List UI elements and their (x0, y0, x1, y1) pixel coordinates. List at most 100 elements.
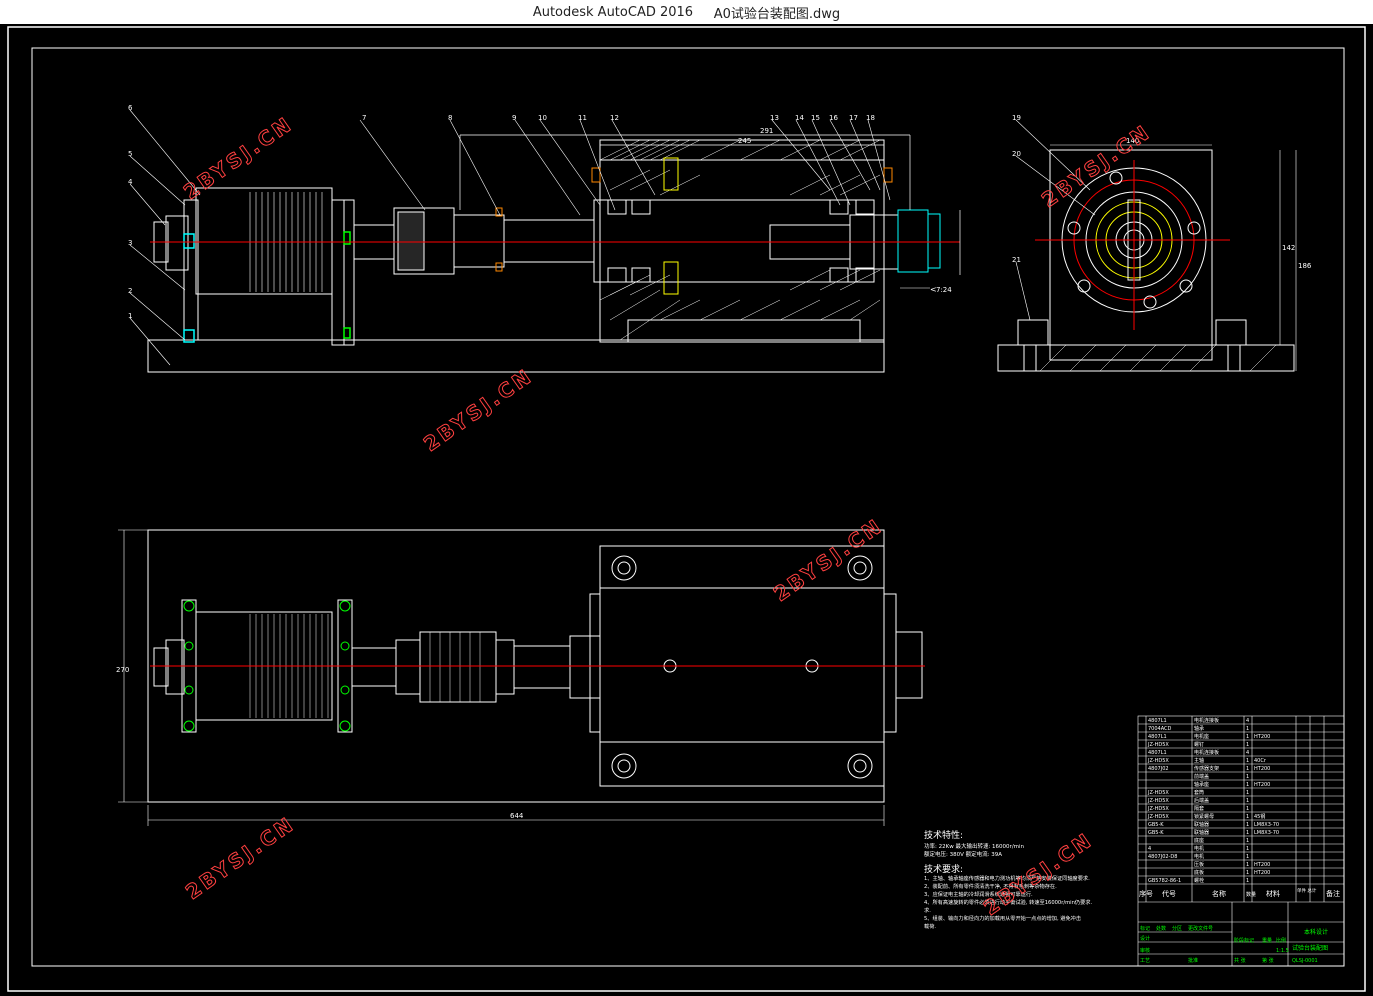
dim-side-h1: 142 (1282, 244, 1295, 252)
svg-text:压板: 压板 (1194, 861, 1204, 868)
svg-text:JZ-HD5X: JZ-HD5X (1147, 758, 1169, 764)
svg-text:20: 20 (1012, 150, 1021, 158)
svg-text:1: 1 (1246, 878, 1249, 884)
svg-text:11: 11 (578, 114, 587, 122)
svg-text:19: 19 (1012, 114, 1021, 122)
svg-text:隔套: 隔套 (1194, 805, 1204, 812)
svg-text:1:1.5: 1:1.5 (1276, 948, 1289, 954)
dim-plan-h: 270 (116, 666, 129, 674)
motor-cyan-parts (183, 231, 351, 343)
svg-text:1: 1 (1246, 854, 1249, 860)
svg-text:4: 4 (1246, 750, 1249, 756)
svg-text:分区: 分区 (1172, 925, 1182, 932)
drawing-title: 试验台装配图 (1292, 944, 1328, 952)
part-number-labels: 6 5 4 3 2 1 7 8 9 10 11 12 13 14 15 16 1… (128, 104, 875, 320)
dim-side-width: 140 (1126, 137, 1139, 145)
svg-text:2BYSJ.CN: 2BYSJ.CN (179, 111, 297, 204)
svg-text:序号: 序号 (1139, 889, 1153, 898)
svg-text:JZ-HD5X: JZ-HD5X (1147, 806, 1169, 812)
svg-text:LM8X3-70: LM8X3-70 (1254, 830, 1279, 836)
svg-text:6: 6 (128, 104, 133, 112)
svg-text:JZ-HD5X: JZ-HD5X (1147, 790, 1169, 796)
drawing-canvas[interactable]: 291 245 < 7:24 6 5 4 3 2 1 7 8 9 10 11 1 (0, 24, 1373, 996)
req-line-5: 求. (924, 906, 931, 914)
svg-text:17: 17 (849, 114, 858, 122)
svg-text:审核: 审核 (1140, 947, 1150, 954)
req-line-6: 5、组装、输向力和径向力的加载用从零开始一点点的增加, 避免冲击 (924, 914, 1081, 922)
svg-text:1: 1 (1246, 830, 1249, 836)
svg-text:单件 总计: 单件 总计 (1297, 887, 1317, 894)
svg-text:1: 1 (1246, 846, 1249, 852)
svg-text:LM8X3-70: LM8X3-70 (1254, 822, 1279, 828)
svg-text:1: 1 (1246, 742, 1249, 748)
svg-text:4807L1: 4807L1 (1148, 750, 1167, 756)
svg-text:设计: 设计 (1140, 935, 1150, 942)
svg-text:18: 18 (866, 114, 875, 122)
svg-text:代号: 代号 (1162, 889, 1176, 898)
svg-text:电机连接板: 电机连接板 (1194, 717, 1219, 724)
svg-text:更改文件号: 更改文件号 (1188, 925, 1213, 932)
svg-text:12: 12 (610, 114, 619, 122)
svg-text:5: 5 (128, 150, 132, 158)
svg-text:联轴器: 联轴器 (1194, 829, 1209, 836)
cad-drawing[interactable]: 291 245 < 7:24 6 5 4 3 2 1 7 8 9 10 11 1 (0, 24, 1373, 996)
svg-text:1: 1 (1246, 798, 1249, 804)
file-name: A0试验台装配图.dwg (713, 6, 841, 22)
svg-text:处数: 处数 (1156, 925, 1166, 932)
svg-text:HT200: HT200 (1254, 766, 1270, 772)
top-dimension-lines (459, 134, 961, 275)
side-view (997, 119, 1297, 372)
svg-text:重量: 重量 (1262, 937, 1272, 944)
svg-text:电机座: 电机座 (1194, 733, 1209, 740)
svg-text:13: 13 (770, 114, 779, 122)
plan-dimension-lines (118, 529, 885, 826)
svg-text:电机: 电机 (1194, 853, 1204, 860)
front-section-view (147, 139, 941, 373)
svg-text:锁紧螺母: 锁紧螺母 (1194, 813, 1214, 820)
svg-text:16: 16 (829, 114, 838, 122)
technical-notes: 技术特性: 功率: 22Kw 最大输出转速: 16000r/min 额定电压: … (924, 829, 1092, 930)
parts-list-header: 序号 代号 名称 数量 材料 单件 总计 备注 (1139, 887, 1340, 898)
svg-text:2BYSJ.CN: 2BYSJ.CN (419, 363, 537, 456)
svg-text:1: 1 (1246, 806, 1249, 812)
svg-text:套筒: 套筒 (1194, 789, 1204, 796)
window-title-bar: Autodesk AutoCAD 2016 A0试验台装配图.dwg (0, 0, 1373, 24)
svg-text:备注: 备注 (1326, 889, 1340, 898)
svg-text:1: 1 (1246, 814, 1249, 820)
svg-text:材料: 材料 (1266, 889, 1280, 898)
svg-text:轴承座: 轴承座 (1194, 781, 1209, 788)
svg-text:1: 1 (1246, 862, 1249, 868)
svg-text:1: 1 (1246, 870, 1249, 876)
svg-text:4: 4 (1148, 846, 1151, 852)
svg-text:1: 1 (1246, 782, 1249, 788)
req-line-4: 4、所有高速旋转的零件必须进行动平衡试验, 转速至16000r/min仍要求. (924, 898, 1092, 906)
svg-text:4807J02: 4807J02 (1148, 766, 1169, 772)
svg-text:底板: 底板 (1194, 869, 1204, 876)
svg-text:1: 1 (1246, 790, 1249, 796)
spec-line-2: 额定电压: 380V 额定电流: 39A (924, 850, 1002, 858)
dim-top-len: 291 (760, 127, 773, 135)
svg-text:8: 8 (448, 114, 452, 122)
svg-text:1: 1 (1246, 726, 1249, 732)
svg-text:HT200: HT200 (1254, 870, 1270, 876)
outer-frame (7, 26, 1366, 992)
svg-text:主轴: 主轴 (1194, 757, 1204, 764)
svg-text:7004ACD: 7004ACD (1148, 726, 1172, 732)
svg-text:JZ-HD5X: JZ-HD5X (1147, 742, 1169, 748)
req-line-1: 1、主轴、轴承轴座传感器和电力测功机等均须严格安装保证同轴度要求. (924, 874, 1090, 882)
svg-text:2BYSJ.CN: 2BYSJ.CN (769, 513, 887, 606)
svg-text:HT200: HT200 (1254, 734, 1270, 740)
spec-title: 技术特性: (924, 829, 963, 841)
plan-view (147, 529, 923, 803)
svg-text:GB5-K: GB5-K (1148, 830, 1164, 836)
svg-text:共 张: 共 张 (1234, 957, 1246, 964)
svg-text:10: 10 (538, 114, 547, 122)
svg-text:1: 1 (1246, 766, 1249, 772)
inner-frame (31, 47, 1345, 967)
svg-text:45钢: 45钢 (1254, 813, 1265, 820)
svg-text:联轴器: 联轴器 (1194, 821, 1209, 828)
leader-lines (129, 109, 891, 366)
svg-text:40Cr: 40Cr (1254, 758, 1267, 764)
req-line-2: 2、装配前、所有零件须清洗干净, 不得有毛刺等杂物存在. (924, 882, 1057, 890)
parts-list (1137, 715, 1345, 967)
